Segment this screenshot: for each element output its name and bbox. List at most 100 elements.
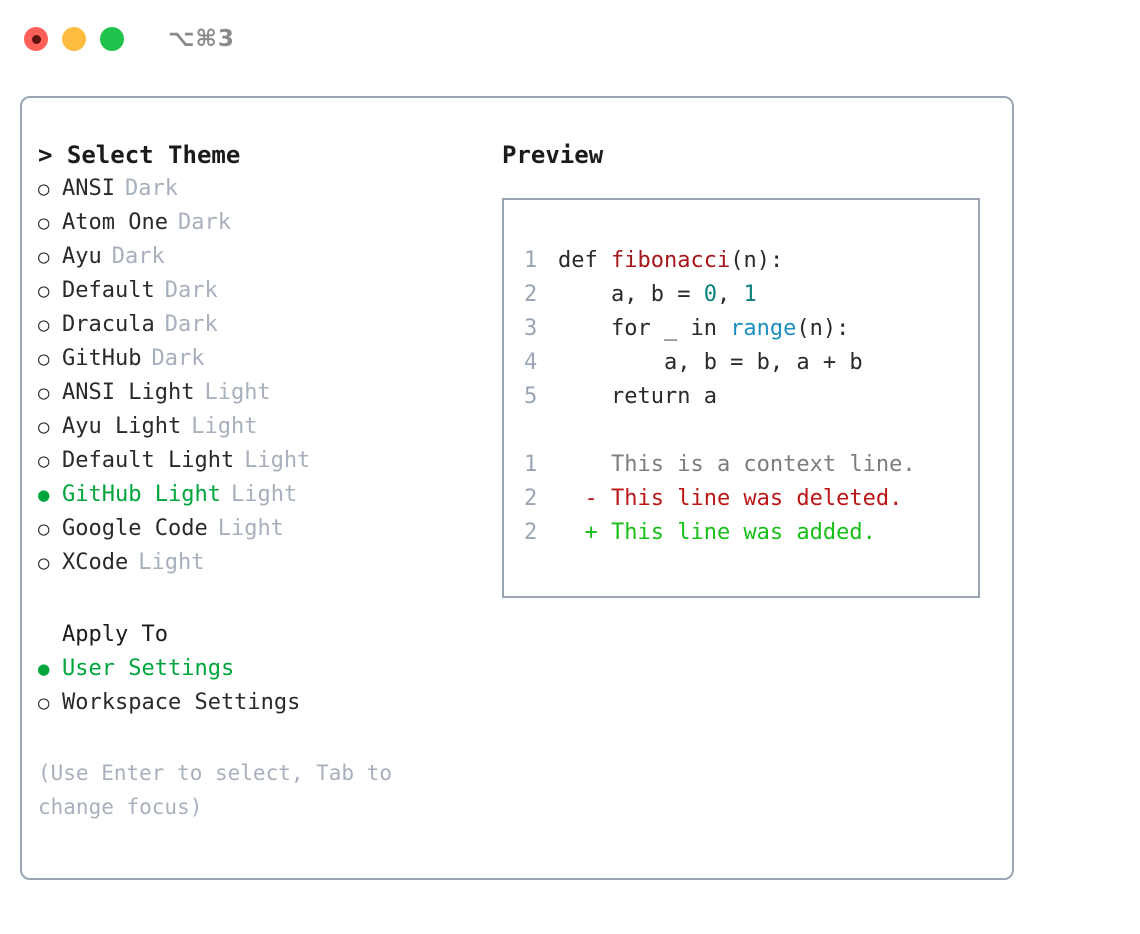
theme-option-row[interactable]: ○ ANSI Dark <box>38 172 478 206</box>
maximize-button[interactable] <box>100 27 124 51</box>
line-number: 1 <box>524 452 538 477</box>
theme-option-label: Default <box>62 278 155 303</box>
theme-option-tag: Light <box>204 380 271 405</box>
code-token-text: a, b = b, a + b <box>558 350 863 375</box>
code-content: a, b = b, a + b <box>558 346 863 380</box>
keyboard-hint-text: (Use Enter to select, Tab to change focu… <box>38 761 393 819</box>
theme-option-label: Default Light <box>62 448 235 473</box>
apply-to-option-row[interactable]: ● User Settings <box>38 652 478 686</box>
radio-unselected-icon[interactable]: ○ <box>38 692 50 714</box>
theme-option-label: GitHub <box>62 346 142 371</box>
code-content: def fibonacci(n): <box>558 244 783 278</box>
code-line: 5 return a <box>524 380 978 414</box>
diff-line: 1 This is a context line. <box>524 448 978 482</box>
radio-unselected-icon[interactable]: ○ <box>38 518 50 540</box>
radio-unselected-icon[interactable]: ○ <box>38 552 50 574</box>
recording-dot-icon <box>31 34 41 44</box>
code-token-text: (n): <box>730 248 784 273</box>
theme-option-tag: Dark <box>164 312 218 337</box>
radio-unselected-icon[interactable]: ○ <box>38 382 50 404</box>
theme-option-row[interactable]: ○ Google Code Light <box>38 512 478 546</box>
theme-option-row[interactable]: ○ Atom One Dark <box>38 206 478 240</box>
apply-to-option-label: User Settings <box>62 656 235 681</box>
code-token-num: 1 <box>743 282 757 307</box>
theme-option-tag: Dark <box>151 346 205 371</box>
theme-option-row[interactable]: ○ Default Dark <box>38 274 478 308</box>
code-content: for _ in range(n): <box>558 312 849 346</box>
spacer <box>524 414 978 448</box>
diff-content-added: + This line was added. <box>558 520 876 545</box>
close-button[interactable] <box>24 27 48 51</box>
code-token-call: range <box>730 316 797 341</box>
line-number: 3 <box>524 316 538 341</box>
code-token-text: for _ in <box>558 316 731 341</box>
radio-unselected-icon[interactable]: ○ <box>38 246 50 268</box>
code-token-num: 0 <box>703 282 717 307</box>
apply-to-option-row[interactable]: ○ Workspace Settings <box>38 686 478 720</box>
code-token-kw: def <box>558 248 611 273</box>
radio-unselected-icon[interactable]: ○ <box>38 314 50 336</box>
radio-unselected-icon[interactable]: ○ <box>38 450 50 472</box>
theme-option-tag: Light <box>138 550 205 575</box>
theme-option-label: GitHub Light <box>62 482 221 507</box>
theme-option-tag: Light <box>217 516 284 541</box>
radio-unselected-icon[interactable]: ○ <box>38 178 50 200</box>
minimize-button[interactable] <box>62 27 86 51</box>
code-token-text: a, b = <box>558 282 704 307</box>
select-theme-heading: > Select Theme <box>38 141 241 169</box>
window-controls <box>24 27 124 51</box>
preview-heading: Preview <box>502 141 604 169</box>
diff-line: 2 - This line was deleted. <box>524 482 978 516</box>
line-number: 2 <box>524 520 538 545</box>
theme-option-tag: Dark <box>164 278 218 303</box>
code-token-text: return a <box>558 384 717 409</box>
radio-selected-icon[interactable]: ● <box>38 658 50 680</box>
theme-option-label: ANSI <box>62 176 115 201</box>
radio-unselected-icon[interactable]: ○ <box>38 416 50 438</box>
code-content: a, b = 0, 1 <box>558 278 757 312</box>
line-number: 2 <box>524 486 538 511</box>
code-line: 3 for _ in range(n): <box>524 312 978 346</box>
diff-content-deleted: - This line was deleted. <box>558 486 903 511</box>
radio-unselected-icon[interactable]: ○ <box>38 212 50 234</box>
code-content: return a <box>558 380 717 414</box>
title-bar: ⌥⌘3 <box>0 0 1140 78</box>
theme-option-row[interactable]: ○ GitHub Dark <box>38 342 478 376</box>
diff-line: 2 + This line was added. <box>524 516 978 550</box>
theme-option-tag: Dark <box>124 176 178 201</box>
theme-option-label: XCode <box>62 550 129 575</box>
line-number: 4 <box>524 350 538 375</box>
theme-option-row[interactable]: ○ ANSI Light Light <box>38 376 478 410</box>
apply-to-option-label: Workspace Settings <box>62 690 301 715</box>
theme-option-row[interactable]: ○ XCode Light <box>38 546 478 580</box>
radio-selected-icon[interactable]: ● <box>38 484 50 506</box>
radio-unselected-icon[interactable]: ○ <box>38 280 50 302</box>
theme-option-label: Ayu <box>62 244 102 269</box>
code-token-fn: fibonacci <box>610 248 731 273</box>
radio-unselected-icon[interactable]: ○ <box>38 348 50 370</box>
theme-option-row[interactable]: ○ Dracula Dark <box>38 308 478 342</box>
theme-option-label: Google Code <box>62 516 208 541</box>
theme-option-tag: Light <box>191 414 258 439</box>
theme-option-label: Atom One <box>62 210 168 235</box>
theme-option-label: Dracula <box>62 312 155 337</box>
diff-sample: 1 This is a context line.2 - This line w… <box>524 448 978 550</box>
apply-to-option-list[interactable]: ● User Settings ○ Workspace Settings <box>38 652 478 720</box>
line-number: 5 <box>524 384 538 409</box>
theme-option-tag: Dark <box>177 210 231 235</box>
theme-option-label: ANSI Light <box>62 380 195 405</box>
apply-to-heading: Apply To <box>62 622 168 647</box>
code-token-text: , <box>716 282 744 307</box>
